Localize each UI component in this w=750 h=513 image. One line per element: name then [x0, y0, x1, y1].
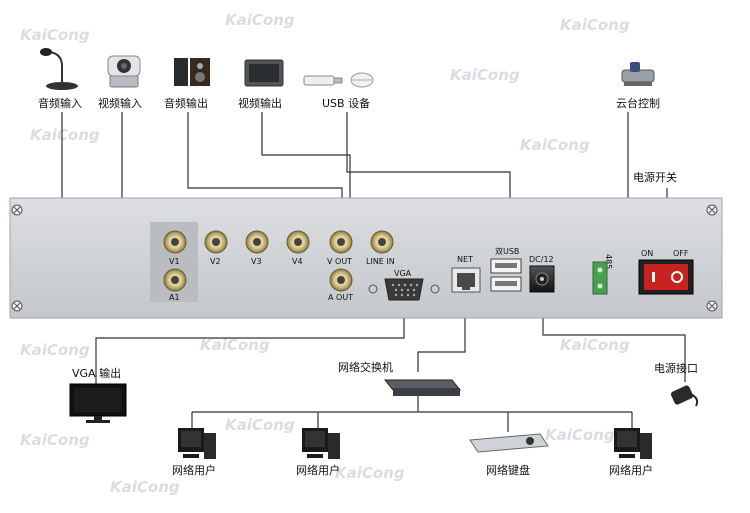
- watermark: KaiCong: [225, 11, 295, 29]
- port-usb-label: 双USB: [495, 247, 519, 256]
- bnc-v3-icon: [245, 230, 269, 254]
- watermark: KaiCong: [520, 136, 590, 154]
- pc-icon: [302, 428, 340, 459]
- port-net-label: NET: [457, 255, 473, 264]
- terminal-block-icon: [592, 261, 608, 295]
- bnc-vout-icon: [329, 230, 353, 254]
- network-keyboard-label: 网络键盘: [486, 463, 530, 477]
- keyboard-icon: [469, 433, 549, 453]
- watermark: KaiCong: [20, 341, 90, 359]
- microphone-icon: [40, 48, 78, 90]
- port-dc-label: DC/12: [529, 255, 554, 264]
- bnc-v2-icon: [204, 230, 228, 254]
- bnc-aout-icon: [329, 268, 353, 292]
- pc-icon: [178, 428, 216, 459]
- bnc-a1-icon: [163, 268, 187, 292]
- switch-off-label: OFF: [673, 249, 689, 258]
- vga-port-icon: [368, 278, 440, 301]
- ptz-controller-icon: [621, 62, 655, 86]
- watermark: KaiCong: [560, 336, 630, 354]
- video-output-label: 视频输出: [238, 96, 282, 110]
- audio-input-label: 音频输入: [38, 96, 82, 110]
- network-user-3-label: 网络用户: [609, 463, 653, 477]
- usb-port-icon: [490, 258, 522, 292]
- usb-device-label: USB 设备: [322, 96, 370, 110]
- dc-jack-icon: [529, 265, 555, 293]
- watermark: KaiCong: [200, 336, 270, 354]
- network-user-1-label: 网络用户: [172, 463, 216, 477]
- watermark: KaiCong: [335, 464, 405, 482]
- screw-icon: [11, 300, 23, 312]
- watermark: KaiCong: [560, 16, 630, 34]
- screw-icon: [11, 204, 23, 216]
- watermark: KaiCong: [30, 126, 100, 144]
- port-v2-label: V2: [210, 257, 221, 266]
- screw-icon: [706, 204, 718, 216]
- ptz-camera-icon: [107, 55, 141, 88]
- port-v4-label: V4: [292, 257, 303, 266]
- watermark-layer: KaiCong KaiCong KaiCong KaiCong KaiCong …: [20, 11, 630, 496]
- power-port-label: 电源接口: [654, 361, 698, 375]
- lcd-monitor-icon: [69, 383, 127, 423]
- port-vga-label: VGA: [394, 269, 412, 278]
- bnc-v4-icon: [286, 230, 310, 254]
- usb-device-icon: [303, 72, 374, 88]
- watermark: KaiCong: [110, 478, 180, 496]
- watermark: KaiCong: [20, 26, 90, 44]
- vga-output-label: VGA 输出: [72, 366, 121, 380]
- bnc-v1-icon: [163, 230, 187, 254]
- network-user-2-label: 网络用户: [296, 463, 340, 477]
- port-a1-label: A1: [169, 293, 180, 302]
- network-switch-label: 网络交换机: [338, 360, 393, 374]
- switch-on-label: ON: [641, 249, 653, 258]
- port-linein-label: LINE IN: [366, 257, 395, 266]
- port-485-label: 485: [604, 254, 613, 269]
- watermark: KaiCong: [20, 431, 90, 449]
- watermark: KaiCong: [225, 416, 295, 434]
- rear-panel: V1 V2 V3 V4 V OUT LINE IN A1 A OUT VGA N…: [9, 197, 723, 319]
- port-v1-label: V1: [169, 257, 180, 266]
- port-v3-label: V3: [251, 257, 262, 266]
- ethernet-port-icon: [451, 267, 481, 293]
- ptz-control-label: 云台控制: [616, 96, 660, 110]
- screw-icon: [706, 300, 718, 312]
- port-aout-label: A OUT: [328, 293, 353, 302]
- port-vout-label: V OUT: [327, 257, 352, 266]
- watermark: KaiCong: [450, 66, 520, 84]
- rocker-switch-icon: [638, 259, 694, 295]
- monitor-icon: [244, 59, 284, 87]
- power-switch-label: 电源开关: [633, 170, 677, 184]
- video-input-label: 视频输入: [98, 96, 142, 110]
- power-adapter-icon: [670, 385, 699, 407]
- watermark: KaiCong: [545, 426, 615, 444]
- pc-icon: [614, 428, 652, 459]
- audio-output-label: 音频输出: [164, 96, 208, 110]
- bnc-linein-icon: [370, 230, 394, 254]
- network-switch-icon: [383, 379, 462, 396]
- speaker-icon: [174, 58, 210, 86]
